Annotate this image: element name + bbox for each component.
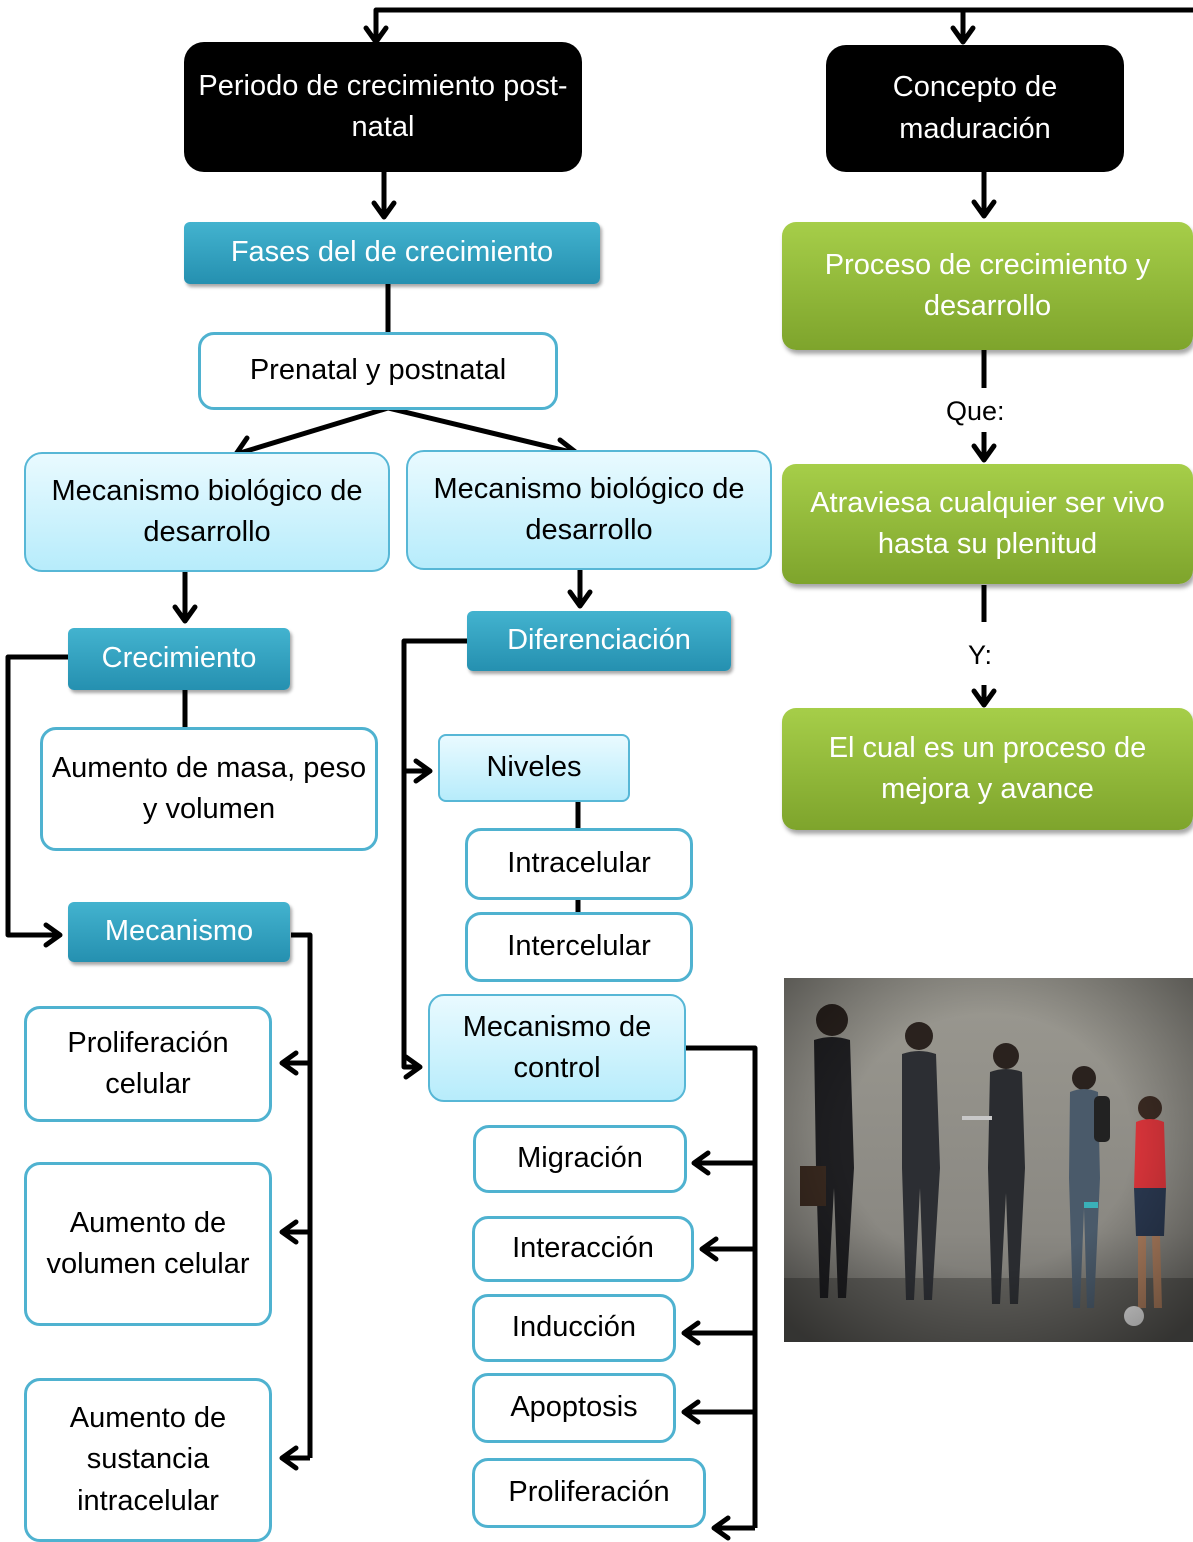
box-aumento-masa-label: Aumento de masa, peso y volumen bbox=[51, 751, 367, 825]
arrowhead-proceso bbox=[971, 199, 997, 219]
box-fases-crecimiento-label: Fases del de crecimiento bbox=[230, 236, 554, 269]
box-intracelular-label: Intracelular bbox=[507, 847, 651, 880]
connector-control-trunk bbox=[686, 1045, 758, 1528]
arrowhead-aumento-sustancia bbox=[279, 1445, 299, 1471]
box-crecimiento: Crecimiento bbox=[68, 628, 290, 690]
box-fases-crecimiento: Fases del de crecimiento bbox=[184, 222, 600, 284]
box-mecanismo-biologico-2-label: Mecanismo biológico de desarrollo bbox=[433, 472, 745, 546]
box-apoptosis-label: Apoptosis bbox=[510, 1391, 638, 1424]
box-diferenciacion: Diferenciación bbox=[467, 611, 731, 671]
connector-mecanismo-trunk bbox=[291, 932, 313, 1458]
box-diferenciacion-label: Diferenciación bbox=[507, 624, 691, 657]
arrowhead-aumento-volumen bbox=[279, 1219, 299, 1245]
arrowhead-mecanismo bbox=[43, 922, 63, 948]
box-concepto-maduracion-label: Concepto de maduración bbox=[892, 71, 1058, 145]
arrowhead-crecimiento bbox=[172, 604, 198, 624]
arrowhead-control bbox=[403, 1054, 423, 1080]
arrowhead-diferenciacion bbox=[567, 589, 593, 609]
box-aumento-sustancia-label: Aumento de sustancia intracelular bbox=[69, 1402, 227, 1517]
box-proceso-crecimiento: Proceso de crecimiento y desarrollo bbox=[782, 222, 1193, 350]
box-migracion-label: Migración bbox=[517, 1142, 643, 1175]
growth-sequence-photo bbox=[784, 978, 1193, 1342]
arrowhead-proliferacion-celular bbox=[279, 1050, 299, 1076]
arrowhead-interaccion bbox=[699, 1236, 719, 1262]
connector-prenatal-mec1 bbox=[239, 405, 389, 456]
box-aumento-masa: Aumento de masa, peso y volumen bbox=[40, 727, 378, 851]
box-atraviesa-label: Atraviesa cualquier ser vivo hasta su pl… bbox=[810, 486, 1165, 560]
connector-top-header bbox=[373, 7, 1193, 42]
box-prenatal-postnatal: Prenatal y postnatal bbox=[198, 332, 558, 410]
box-proliferacion-celular-label: Proliferación celular bbox=[67, 1026, 229, 1100]
connector-crecimiento-mecanismo bbox=[5, 654, 68, 938]
label-y: Y: bbox=[968, 640, 993, 670]
box-prenatal-postnatal-label: Prenatal y postnatal bbox=[249, 354, 507, 387]
arrowhead-elcual bbox=[971, 688, 997, 708]
box-niveles: Niveles bbox=[438, 734, 630, 802]
box-proliferacion-label: Proliferación bbox=[508, 1476, 670, 1509]
box-mecanismo-biologico-1: Mecanismo biológico de desarrollo bbox=[24, 452, 390, 572]
box-mecanismo-control-label: Mecanismo de control bbox=[462, 1010, 652, 1084]
box-induccion: Inducción bbox=[472, 1294, 676, 1362]
connector-prenatal-mec2 bbox=[387, 405, 576, 456]
box-aumento-sustancia: Aumento de sustancia intracelular bbox=[24, 1378, 272, 1542]
box-el-cual-label: El cual es un proceso de mejora y avance bbox=[828, 731, 1147, 805]
arrowhead-migracion bbox=[691, 1150, 711, 1176]
box-intercelular-label: Intercelular bbox=[507, 930, 651, 963]
box-interaccion-label: Interacción bbox=[512, 1232, 654, 1265]
box-el-cual: El cual es un proceso de mejora y avance bbox=[782, 708, 1193, 830]
box-aumento-volumen-celular-label: Aumento de volumen celular bbox=[46, 1206, 250, 1280]
box-migracion: Migración bbox=[473, 1125, 687, 1193]
box-mecanismo-biologico-2: Mecanismo biológico de desarrollo bbox=[406, 450, 772, 570]
box-intracelular: Intracelular bbox=[465, 828, 693, 900]
arrowhead-proliferacion bbox=[711, 1515, 731, 1541]
box-mecanismo-label: Mecanismo bbox=[104, 915, 254, 948]
arrowhead-fases bbox=[371, 200, 397, 220]
box-mecanismo: Mecanismo bbox=[68, 902, 290, 962]
arrowhead-niveles bbox=[413, 758, 433, 784]
box-intercelular: Intercelular bbox=[465, 912, 693, 982]
box-niveles-label: Niveles bbox=[486, 751, 582, 784]
box-proliferacion-celular: Proliferación celular bbox=[24, 1006, 272, 1122]
connector-diferenciacion-trunk bbox=[401, 638, 467, 1070]
box-mecanismo-biologico-1-label: Mecanismo biológico de desarrollo bbox=[51, 474, 363, 548]
box-mecanismo-control: Mecanismo de control bbox=[428, 994, 686, 1102]
box-concepto-maduracion: Concepto de maduración bbox=[826, 45, 1124, 172]
label-que: Que: bbox=[946, 396, 1005, 426]
arrowhead-atraviesa bbox=[971, 443, 997, 463]
box-interaccion: Interacción bbox=[472, 1216, 694, 1282]
arrowhead-top-concepto bbox=[950, 25, 976, 45]
arrowhead-induccion bbox=[681, 1320, 701, 1346]
arrowhead-apoptosis bbox=[681, 1399, 701, 1425]
box-atraviesa: Atraviesa cualquier ser vivo hasta su pl… bbox=[782, 464, 1193, 584]
box-crecimiento-label: Crecimiento bbox=[101, 642, 257, 675]
box-proliferacion: Proliferación bbox=[472, 1458, 706, 1528]
box-proceso-crecimiento-label: Proceso de crecimiento y desarrollo bbox=[824, 248, 1151, 322]
box-periodo-crecimiento-label: Periodo de crecimiento post-natal bbox=[198, 69, 568, 143]
box-aumento-volumen-celular: Aumento de volumen celular bbox=[24, 1162, 272, 1326]
box-apoptosis: Apoptosis bbox=[472, 1373, 676, 1443]
box-induccion-label: Inducción bbox=[511, 1311, 637, 1344]
box-periodo-crecimiento: Periodo de crecimiento post-natal bbox=[184, 42, 582, 172]
